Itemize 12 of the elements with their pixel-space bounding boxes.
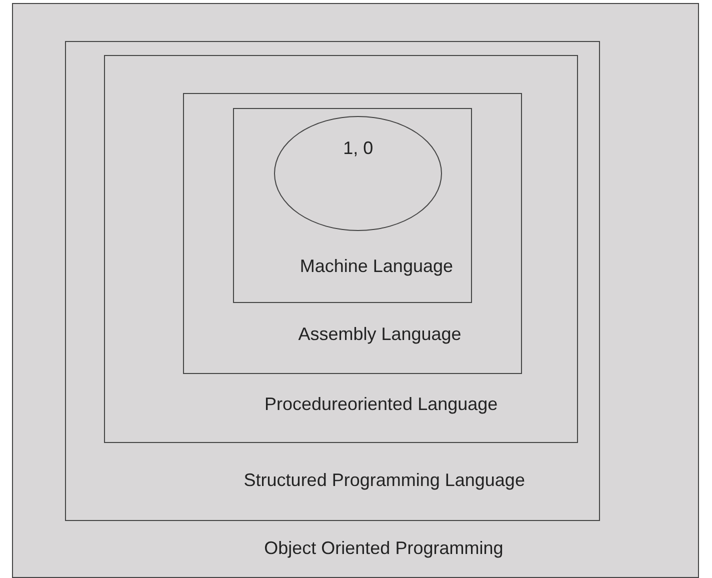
node-label: Machine Language bbox=[300, 255, 453, 278]
nested-box bbox=[64, 40, 600, 521]
node-label: Procedureoriented Language bbox=[264, 393, 498, 416]
node-label: Object Oriented Programming bbox=[264, 536, 504, 559]
node-label: Assembly Language bbox=[298, 322, 462, 345]
node-label: Structured Programming Language bbox=[244, 469, 525, 492]
frame-panel bbox=[12, 3, 699, 578]
node-label: 1, 0 bbox=[343, 137, 374, 160]
nested-box bbox=[183, 93, 522, 374]
nested-box bbox=[232, 108, 472, 303]
nested-box bbox=[104, 55, 578, 444]
ellipse-shape bbox=[274, 116, 442, 232]
